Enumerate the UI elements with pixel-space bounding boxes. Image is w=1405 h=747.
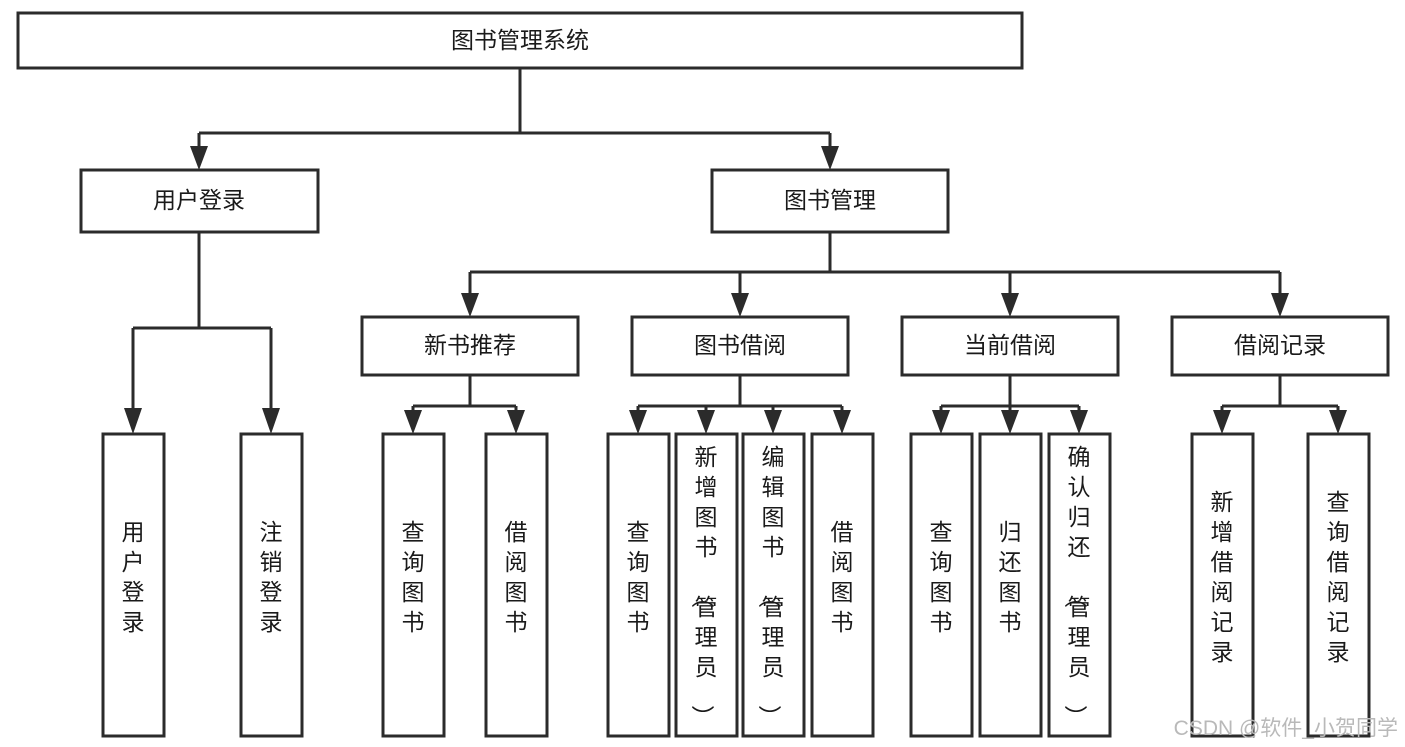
leaf-current-borrow-2-label: 归还图书 xyxy=(999,519,1022,635)
node-root-label: 图书管理系统 xyxy=(451,27,589,53)
node-book-manage-label: 图书管理 xyxy=(784,187,876,213)
leaf-user-login-2-label: 注销登录 xyxy=(260,519,283,635)
arrow-to-user-login xyxy=(190,146,208,170)
leaf-book-borrow-3-label: 编辑图书（管理员） xyxy=(757,444,785,728)
node-root-box[interactable] xyxy=(16,11,1024,70)
leaf-new-book-1[interactable]: 查询图书 xyxy=(381,432,446,738)
leaf-current-borrow-2[interactable]: 归还图书 xyxy=(978,432,1043,738)
node-current-borrow[interactable]: 当前借阅 xyxy=(900,315,1120,377)
leaf-current-borrow-3-box[interactable] xyxy=(1047,432,1112,738)
leaf-book-borrow-2-box[interactable] xyxy=(674,432,739,738)
arrow-borrow-record-leaf-1 xyxy=(1213,410,1231,434)
leaf-borrow-record-2-box[interactable] xyxy=(1306,432,1371,738)
leaf-current-borrow-3[interactable]: 确认归还（管理员） xyxy=(1047,432,1112,738)
arrow-book-borrow-leaf-2 xyxy=(697,410,715,434)
leaf-borrow-record-1[interactable]: 新增借阅记录 xyxy=(1190,432,1255,738)
leaf-user-login-1[interactable]: 用户登录 xyxy=(101,432,166,738)
node-borrow-record[interactable]: 借阅记录 xyxy=(1170,315,1390,377)
node-new-book-recommend-box[interactable] xyxy=(360,315,580,377)
arrow-user-login-leaf-1 xyxy=(124,408,142,434)
arrow-book-borrow-leaf-1 xyxy=(629,410,647,434)
leaf-borrow-record-2[interactable]: 查询借阅记录 xyxy=(1306,432,1371,738)
arrow-to-borrow-record xyxy=(1271,293,1289,317)
leaf-book-borrow-2-label: 新增图书（管理员） xyxy=(690,444,718,728)
node-user-login-label: 用户登录 xyxy=(153,187,245,213)
leaf-user-login-2-box[interactable] xyxy=(239,432,304,738)
arrow-to-new-book xyxy=(461,293,479,317)
leaf-borrow-record-1-label: 新增借阅记录 xyxy=(1211,489,1234,665)
watermark-label: CSDN @软件_小贺同学 xyxy=(1174,717,1398,740)
node-book-manage-box[interactable] xyxy=(710,168,950,234)
arrow-current-borrow-leaf-3 xyxy=(1070,410,1088,434)
leaf-book-borrow-4-box[interactable] xyxy=(810,432,875,738)
node-user-login[interactable]: 用户登录 xyxy=(79,168,320,234)
node-new-book-recommend[interactable]: 新书推荐 xyxy=(360,315,580,377)
leaf-borrow-record-1-box[interactable] xyxy=(1190,432,1255,738)
arrow-user-login-leaf-2 xyxy=(262,408,280,434)
node-book-borrow-label: 图书借阅 xyxy=(694,332,786,358)
node-book-borrow-box[interactable] xyxy=(630,315,850,377)
node-current-borrow-label: 当前借阅 xyxy=(964,332,1056,358)
node-book-manage[interactable]: 图书管理 xyxy=(710,168,950,234)
node-user-login-box[interactable] xyxy=(79,168,320,234)
leaf-current-borrow-1-label: 查询图书 xyxy=(930,519,953,635)
arrow-book-borrow-leaf-3 xyxy=(764,410,782,434)
leaf-user-login-1-box[interactable] xyxy=(101,432,166,738)
leaf-borrow-record-2-label: 查询借阅记录 xyxy=(1327,489,1350,665)
node-book-borrow[interactable]: 图书借阅 xyxy=(630,315,850,377)
arrow-to-book-borrow xyxy=(731,293,749,317)
arrow-current-borrow-leaf-2 xyxy=(1001,410,1019,434)
arrow-book-borrow-leaf-4 xyxy=(833,410,851,434)
arrow-borrow-record-leaf-2 xyxy=(1329,410,1347,434)
leaf-user-login-2[interactable]: 注销登录 xyxy=(239,432,304,738)
leaf-new-book-2[interactable]: 借阅图书 xyxy=(484,432,549,738)
leaf-current-borrow-2-box[interactable] xyxy=(978,432,1043,738)
node-borrow-record-box[interactable] xyxy=(1170,315,1390,377)
arrow-to-current-borrow xyxy=(1001,293,1019,317)
connector-layer xyxy=(124,68,1347,434)
leaf-user-login-1-label: 用户登录 xyxy=(122,519,145,635)
leaf-book-borrow-1[interactable]: 查询图书 xyxy=(606,432,671,738)
leaf-book-borrow-3-box[interactable] xyxy=(741,432,806,738)
leaf-book-borrow-3[interactable]: 编辑图书（管理员） xyxy=(741,432,806,738)
leaf-new-book-2-box[interactable] xyxy=(484,432,549,738)
arrow-current-borrow-leaf-1 xyxy=(932,410,950,434)
leaf-current-borrow-1-box[interactable] xyxy=(909,432,974,738)
leaf-book-borrow-4-label: 借阅图书 xyxy=(831,519,854,635)
leaf-book-borrow-2[interactable]: 新增图书（管理员） xyxy=(674,432,739,738)
node-borrow-record-label: 借阅记录 xyxy=(1234,332,1326,358)
leaf-book-borrow-1-box[interactable] xyxy=(606,432,671,738)
leaf-new-book-2-label: 借阅图书 xyxy=(505,519,528,635)
arrow-to-book-manage xyxy=(821,146,839,170)
arrow-new-book-leaf-1 xyxy=(404,410,422,434)
leaf-book-borrow-4[interactable]: 借阅图书 xyxy=(810,432,875,738)
arrow-new-book-leaf-2 xyxy=(507,410,525,434)
node-current-borrow-box[interactable] xyxy=(900,315,1120,377)
leaf-book-borrow-1-label: 查询图书 xyxy=(627,519,650,635)
leaf-new-book-1-box[interactable] xyxy=(381,432,446,738)
leaf-current-borrow-1[interactable]: 查询图书 xyxy=(909,432,974,738)
node-root[interactable]: 图书管理系统 xyxy=(16,11,1024,70)
leaf-current-borrow-3-label: 确认归还（管理员） xyxy=(1063,444,1091,728)
leaf-new-book-1-label: 查询图书 xyxy=(402,519,425,635)
node-new-book-recommend-label: 新书推荐 xyxy=(424,332,516,358)
